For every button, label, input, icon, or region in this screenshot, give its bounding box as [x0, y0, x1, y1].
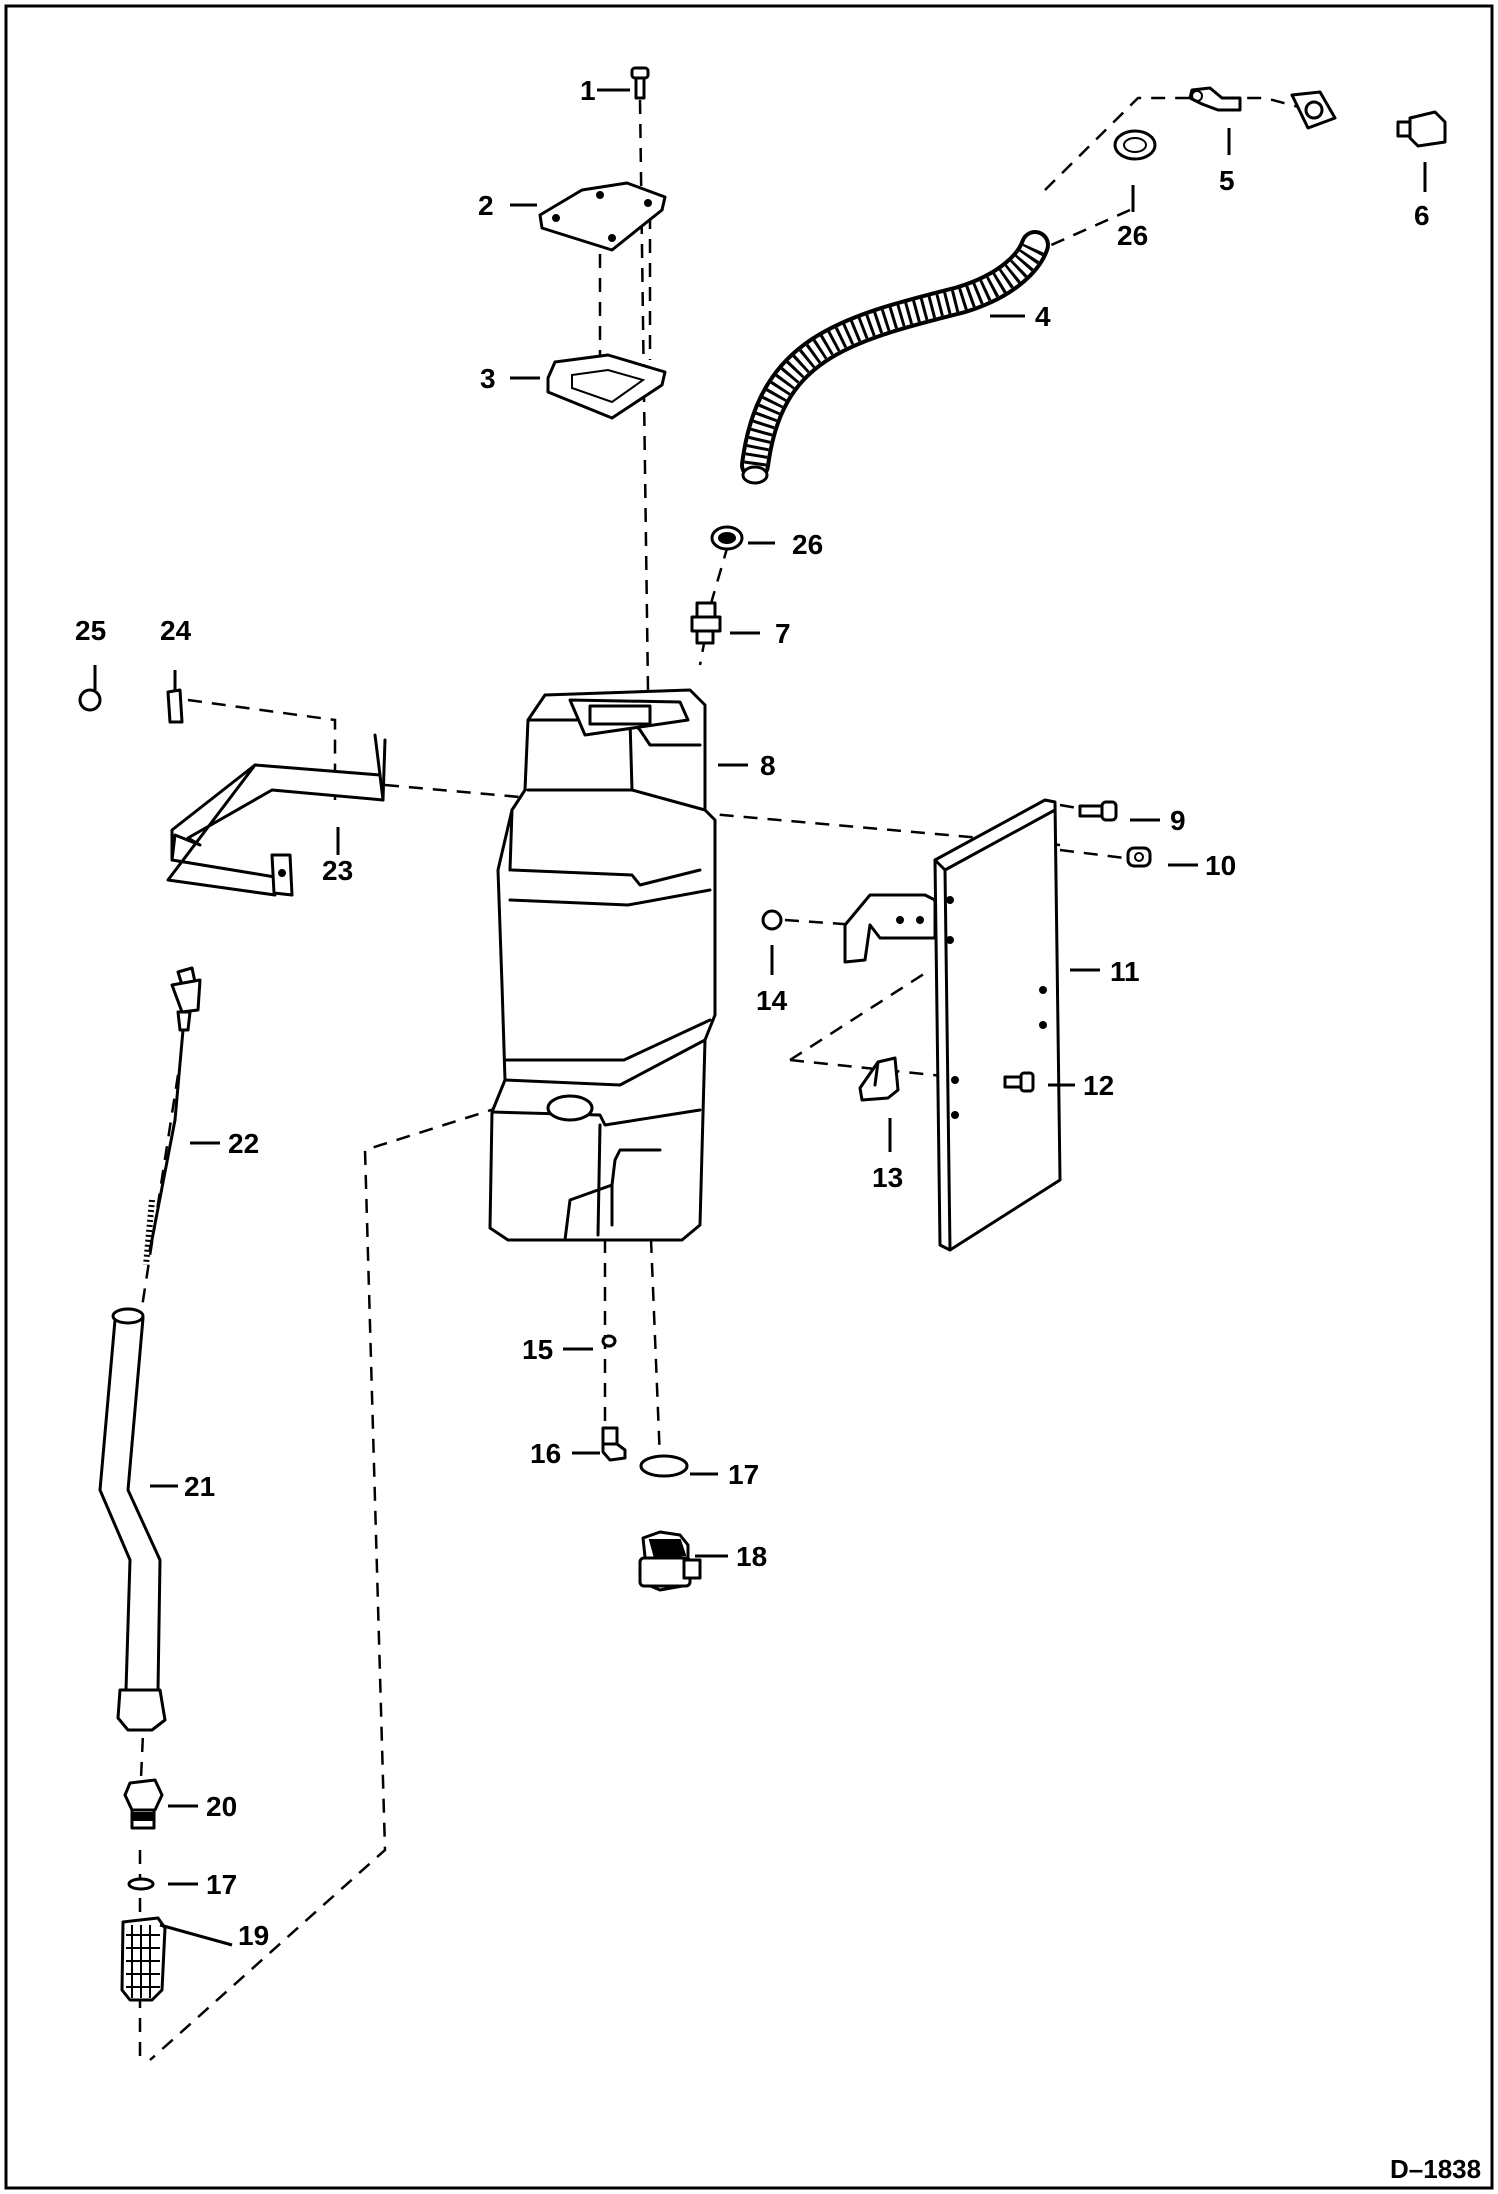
- part-16-elbow-fitting: [601, 1426, 627, 1462]
- part-7-fitting: [690, 601, 722, 645]
- part-2-holes: [552, 191, 652, 242]
- part-17-o-ring-upper: [639, 1454, 689, 1478]
- part-3-gasket: [546, 353, 667, 420]
- callout-22: 22: [228, 1128, 259, 1159]
- callout-23: 23: [322, 855, 353, 886]
- callout-14: 14: [756, 985, 788, 1016]
- part-5-elbow-fitting: [1188, 86, 1242, 112]
- callout-6: 6: [1414, 200, 1430, 231]
- callout-24: 24: [160, 615, 192, 646]
- callout-19: 19: [238, 1920, 269, 1951]
- callout-25: 25: [75, 615, 106, 646]
- callout-9: 9: [1170, 805, 1186, 836]
- callout-4: 4: [1035, 301, 1051, 332]
- part-2-cover-plate: [538, 181, 667, 252]
- figure-number: D–1838: [1390, 2154, 1481, 2184]
- part-4-hose: [740, 230, 1050, 485]
- callout-5: 5: [1219, 165, 1235, 196]
- diagram-border: [4, 4, 1494, 2190]
- callout-labels: 1 2 3 4 5 6 26 26 7 8 9 10 11 12 13 14 2…: [75, 75, 1430, 1951]
- part-12-bolt: [1003, 1071, 1035, 1093]
- assembly-dashed-lines: [138, 96, 1311, 2061]
- part-25-nut: [78, 688, 102, 712]
- part-13-clip: [858, 1056, 900, 1102]
- callout-1: 1: [580, 75, 596, 106]
- callout-3: 3: [480, 363, 496, 394]
- callout-12: 12: [1083, 1070, 1114, 1101]
- callout-26-lower: 26: [792, 529, 823, 560]
- part-10-nut: [1126, 846, 1152, 868]
- callout-26-top: 26: [1117, 220, 1148, 251]
- callout-11: 11: [1110, 956, 1140, 987]
- part-24-clip: [166, 688, 184, 724]
- part-15-o-ring: [601, 1334, 617, 1348]
- part-1-bolt: [630, 66, 650, 100]
- callout-20: 20: [206, 1791, 237, 1822]
- callout-7: 7: [775, 618, 791, 649]
- callout-8: 8: [760, 750, 776, 781]
- callout-17-upper: 17: [728, 1459, 759, 1490]
- part-14-nut: [761, 909, 783, 931]
- part-22-dipstick: [143, 966, 202, 1266]
- part-8-reservoir-tank: [488, 688, 717, 1242]
- part-18-filter-housing: [638, 1530, 702, 1592]
- callout-15: 15: [522, 1334, 553, 1365]
- part-21-tube: [98, 1307, 167, 1732]
- callout-18: 18: [736, 1541, 767, 1572]
- part-17-o-ring-lower: [127, 1877, 155, 1891]
- part-19-strainer: [120, 1916, 167, 2002]
- callout-21: 21: [184, 1471, 215, 1502]
- part-26-clamp-lower: [710, 525, 744, 551]
- callout-2: 2: [478, 190, 494, 221]
- part-20-fitting: [123, 1778, 164, 1830]
- callout-16: 16: [530, 1438, 561, 1469]
- part-11-bracket-plate: [843, 798, 1062, 1252]
- callout-17-lower: 17: [206, 1869, 237, 1900]
- part-9-bolt: [1078, 800, 1118, 822]
- part-filler-neck-plate: [1290, 90, 1337, 130]
- callout-10: 10: [1205, 850, 1236, 881]
- part-23-strap: [166, 733, 387, 897]
- part-6-cap: [1396, 110, 1447, 148]
- part-26-clamp-top: [1113, 129, 1157, 161]
- callout-13: 13: [872, 1162, 903, 1193]
- callout-leader-lines: [93, 88, 1427, 1947]
